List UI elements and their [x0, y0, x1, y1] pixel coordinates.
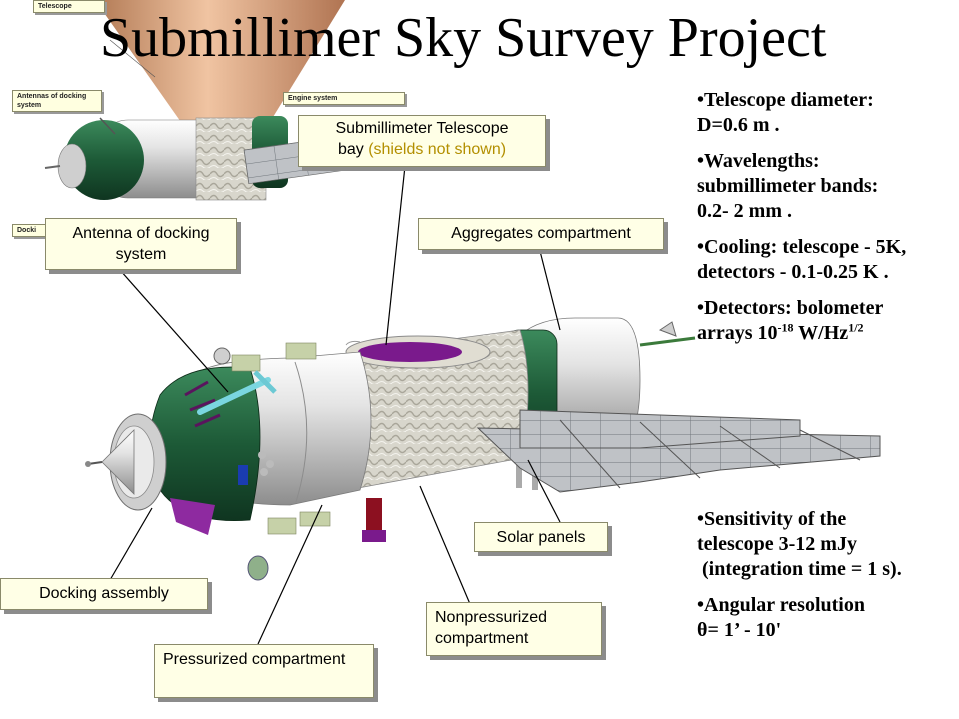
specs-lower: •Sensitivity of the telescope 3-12 mJy (… [697, 507, 955, 654]
callout-telescope-bay-line2: bay [337, 141, 364, 158]
spec-det-b-mid: W/Hz [793, 322, 849, 344]
callout-docking-assembly: Docking assembly [0, 578, 208, 610]
inset-model [44, 0, 360, 201]
inset-label-engine: Engine system [283, 92, 405, 105]
spec-ang-a: •Angular resolution [697, 594, 865, 616]
callout-telescope-bay: Submillimeter Telescope bay (shields not… [298, 115, 546, 167]
callout-aggregates: Aggregates compartment [418, 218, 664, 250]
solar-panel-array [476, 409, 881, 493]
telescope-bay-opening [358, 342, 462, 362]
leader-lines [109, 165, 561, 645]
spec-cool-a: •Cooling: telescope - 5K, [697, 236, 907, 258]
spec-wave-c: 0.2- 2 mm . [697, 200, 792, 222]
callout-pressurized: Pressurized compartment [154, 644, 374, 698]
spec-diameter-b: D=0.6 m . [697, 114, 780, 136]
callout-solar-panels: Solar panels [474, 522, 608, 552]
spec-sens-a: •Sensitivity of the [697, 508, 847, 530]
spec-det-b-pre: arrays 10 [697, 322, 778, 344]
spec-det-b-exp2: 1/2 [848, 320, 864, 335]
callout-nonpressurized: Nonpressurized compartment [426, 602, 602, 656]
callout-telescope-bay-line1: Submillimeter Telescope [335, 120, 509, 137]
spec-diameter-a: •Telescope diameter: [697, 89, 874, 111]
main-spacecraft [85, 317, 696, 581]
spec-det-b-exp: -18 [777, 320, 794, 335]
spec-wave-a: •Wavelengths: [697, 150, 820, 172]
spec-sens-c: (integration time = 1 s). [697, 558, 902, 580]
spec-cool-b: detectors - 0.1-0.25 K . [697, 261, 889, 283]
page-title: Submillimer Sky Survey Project [100, 7, 827, 69]
telescope-cone [95, 0, 345, 135]
specs-upper: •Telescope diameter: D=0.6 m . •Waveleng… [697, 88, 955, 357]
inset-label-telescope: Telescope [33, 0, 105, 13]
inset-label-antennas: Antennas of docking system [12, 90, 102, 112]
callout-antenna: Antenna of docking system [45, 218, 237, 270]
callout-telescope-bay-note: (shields not shown) [368, 141, 507, 158]
spec-det-a: •Detectors: bolometer [697, 297, 884, 319]
spec-sens-b: telescope 3-12 mJy [697, 533, 857, 555]
spec-wave-b: submillimeter bands: [697, 175, 879, 197]
spec-ang-b: θ= 1’ - 10' [697, 619, 782, 641]
